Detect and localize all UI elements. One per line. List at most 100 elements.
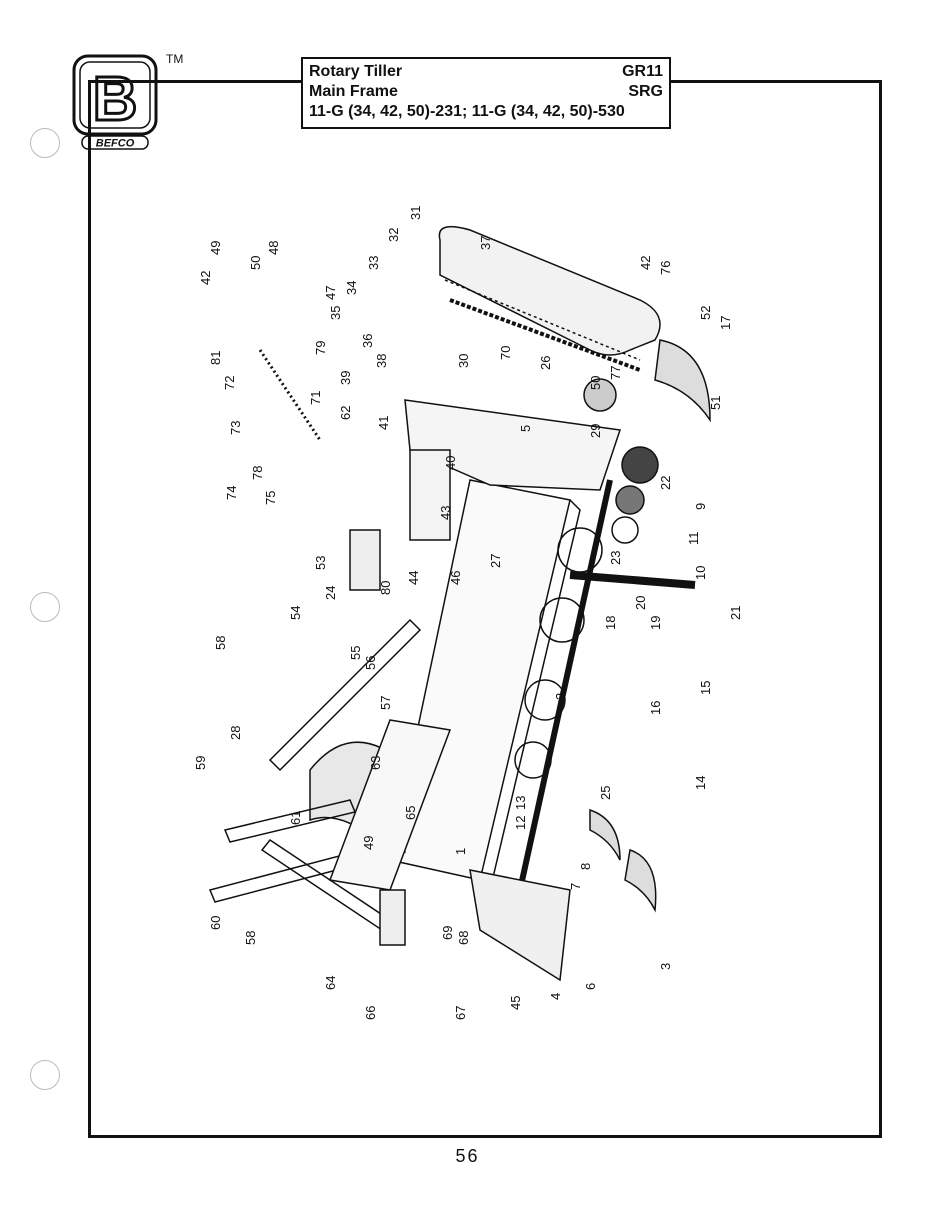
callout-2: 2 [553,693,568,700]
callout-11: 11 [686,532,701,546]
callout-27: 27 [488,554,503,568]
callout-60: 60 [208,916,223,930]
callout-15: 15 [698,681,713,695]
callout-16: 16 [648,701,663,715]
callout-7: 7 [568,883,583,890]
model-code: GR11 [622,63,663,80]
callout-36: 36 [360,334,375,348]
callout-46: 46 [448,571,463,585]
callout-23: 23 [608,551,623,565]
callout-1: 1 [453,848,468,855]
callout-4: 4 [548,993,563,1000]
callout-30: 30 [456,354,471,368]
callout-44: 44 [406,571,421,585]
section-name: Main Frame [309,83,398,100]
callout-56: 56 [363,656,378,670]
callout-58: 58 [213,636,228,650]
callout-81: 81 [208,351,223,365]
callout-26: 26 [538,356,553,370]
callout-73: 73 [228,421,243,435]
callout-22: 22 [658,476,673,490]
callout-10: 10 [693,566,708,580]
callout-25: 25 [598,786,613,800]
punch-hole-middle [30,592,60,622]
callout-8: 8 [578,863,593,870]
callout-20: 20 [633,596,648,610]
callout-9: 9 [693,503,708,510]
callout-70: 70 [498,346,513,360]
callout-29: 29 [588,424,603,438]
callout-49: 49 [208,241,223,255]
callout-51: 51 [708,396,723,410]
callout-63: 63 [368,756,383,770]
callout-24: 24 [323,586,338,600]
callout-18: 18 [603,616,618,630]
callout-48: 48 [266,241,281,255]
page-number: 56 [455,1146,480,1166]
callout-3: 3 [658,963,673,970]
callout-72: 72 [222,376,237,390]
callout-59: 59 [193,756,208,770]
punch-hole-top [30,128,60,158]
callout-6: 6 [583,983,598,990]
callout-76: 76 [658,261,673,275]
callout-41: 41 [376,416,391,430]
callout-35: 35 [328,306,343,320]
callout-32: 32 [386,228,401,242]
callout-75: 75 [263,491,278,505]
callout-42: 42 [198,271,213,285]
product-name: Rotary Tiller [309,63,403,80]
callout-17: 17 [718,316,733,330]
callout-37: 37 [478,236,493,250]
callout-39: 39 [338,371,353,385]
callout-47: 47 [323,286,338,300]
callout-61: 61 [288,811,303,825]
series-code: SRG [628,83,663,100]
callout-55: 55 [348,646,363,660]
callout-69: 69 [440,926,455,940]
callout-5: 5 [518,425,533,432]
callout-78: 78 [250,466,265,480]
callout-58: 58 [243,931,258,945]
callout-42: 42 [638,256,653,270]
callout-38: 38 [374,354,389,368]
callout-50: 50 [588,376,603,390]
callout-52: 52 [698,306,713,320]
callout-74: 74 [224,486,239,500]
logo-wordmark: BEFCO [96,138,135,150]
callout-49: 49 [361,836,376,850]
callout-67: 67 [453,1006,468,1020]
callout-68: 68 [456,931,471,945]
callout-65: 65 [403,806,418,820]
callout-45: 45 [508,996,523,1010]
callout-54: 54 [288,606,303,620]
callout-50: 50 [248,256,263,270]
trademark-mark: TM [166,52,184,66]
callout-13: 13 [513,796,528,810]
befco-logo: B BEFCO [72,54,158,150]
callout-57: 57 [378,696,393,710]
callout-43: 43 [438,506,453,520]
punch-hole-bottom [30,1060,60,1090]
callout-79: 79 [313,341,328,355]
callout-53: 53 [313,556,328,570]
callout-66: 66 [363,1006,378,1020]
callout-28: 28 [228,726,243,740]
title-block: Rotary Tiller GR11 Main Frame SRG 11-G (… [301,57,671,129]
callout-34: 34 [344,281,359,295]
callout-62: 62 [338,406,353,420]
callout-19: 19 [648,616,663,630]
callout-71: 71 [308,391,323,405]
callout-40: 40 [443,456,458,470]
callout-31: 31 [408,206,423,220]
logo-letter: B [93,65,138,134]
callout-80: 80 [378,581,393,595]
part-numbers: 11-G (34, 42, 50)-231; 11-G (34, 42, 50)… [309,103,625,120]
callout-77: 77 [608,366,623,380]
callout-21: 21 [728,606,743,620]
callout-64: 64 [323,976,338,990]
callout-33: 33 [366,256,381,270]
callout-12: 12 [513,816,528,830]
callout-14: 14 [693,776,708,790]
